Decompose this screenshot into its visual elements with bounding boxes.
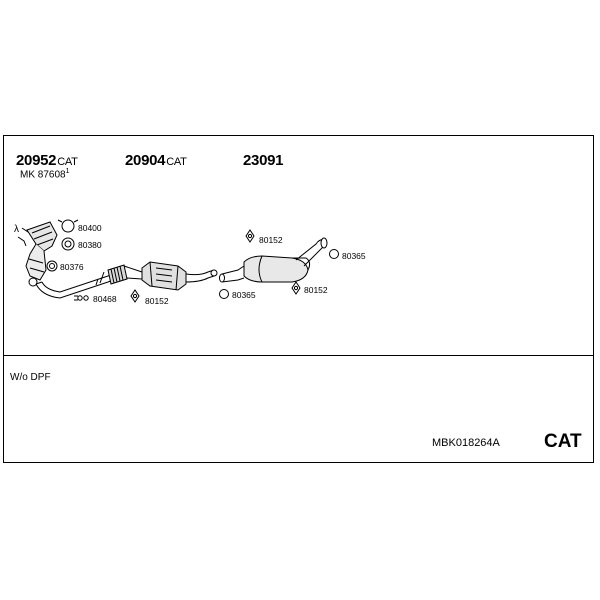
mid-catalytic-converter: [141, 261, 218, 291]
gasket-icon: [46, 260, 58, 272]
diagram-divider: [3, 355, 594, 356]
rubber-hanger-icon: [130, 289, 140, 303]
part-number-1: 20952CAT: [16, 152, 78, 169]
rear-muffler: [219, 237, 328, 283]
dpf-note: W/o DPF: [10, 372, 51, 383]
callout-80468: 80468: [93, 294, 117, 304]
callout-80365-inlet: 80365: [232, 290, 256, 300]
clamp-icon: [329, 249, 339, 259]
callout-80152-lower: 80152: [304, 285, 328, 295]
kit-type: CAT: [544, 431, 582, 452]
part-number-3: 23091: [243, 152, 284, 169]
clamp-icon: [219, 289, 229, 299]
callout-80380: 80380: [78, 240, 102, 250]
front-pipe: [35, 264, 143, 299]
callout-80400: 80400: [78, 223, 102, 233]
lambda-symbol: λ: [14, 224, 19, 235]
kit-code: MBK018264A: [432, 437, 500, 449]
front-catalytic-converter: [21, 221, 58, 287]
part-number-2: 20904CAT: [125, 152, 187, 169]
bolt-set-icon: [74, 295, 89, 301]
callout-80152-upper: 80152: [259, 235, 283, 245]
gasket-icon: [61, 237, 75, 251]
rubber-hanger-icon: [245, 229, 255, 243]
clamp-icon: [61, 219, 75, 233]
callout-80365-outlet: 80365: [342, 251, 366, 261]
lambda-sensor: [17, 236, 27, 247]
diagram-frame: [3, 135, 594, 463]
callout-80152-mid: 80152: [145, 296, 169, 306]
rubber-hanger-icon: [291, 281, 301, 295]
mount-kit-label: MK 876081: [20, 168, 70, 181]
callout-80376: 80376: [60, 262, 84, 272]
